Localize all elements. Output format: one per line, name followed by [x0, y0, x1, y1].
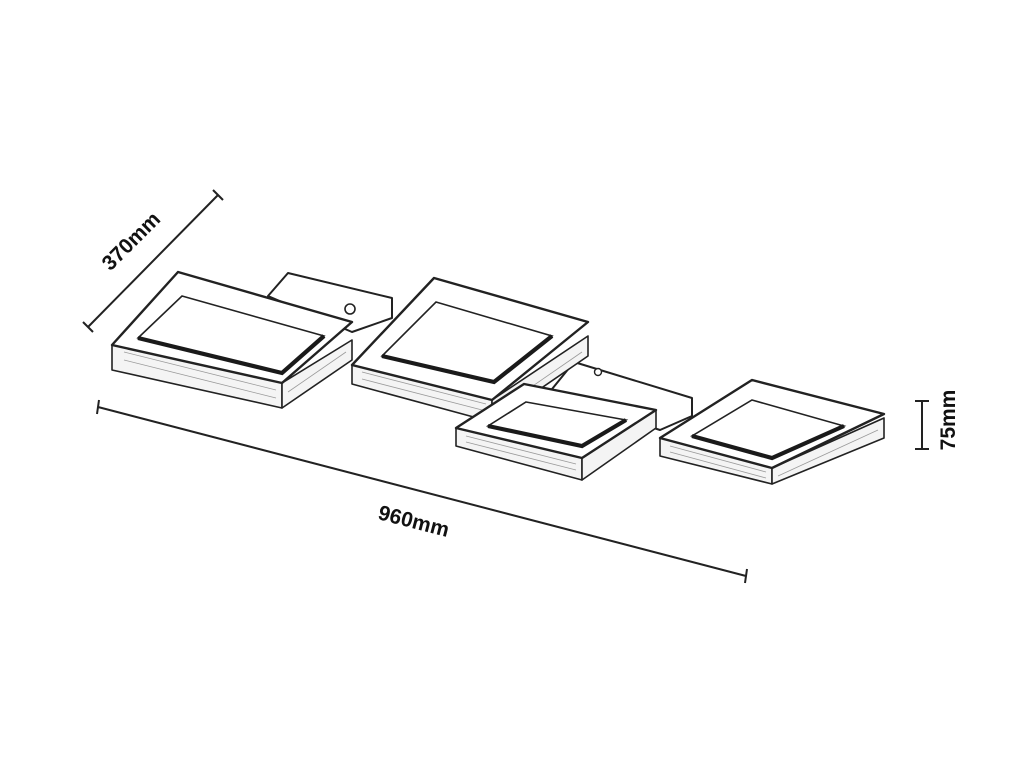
light-frame-4: [658, 378, 886, 485]
mount-screw: [344, 303, 356, 315]
mount-screw: [593, 367, 603, 377]
length-label: 960mm: [376, 501, 452, 542]
dimension-height: 75mm: [915, 390, 960, 451]
base-bar-left: [267, 272, 393, 333]
light-frame-3: [454, 382, 658, 481]
light-frame-2: [350, 276, 590, 423]
height-label: 75mm: [937, 390, 960, 451]
light-frame-1: [110, 270, 354, 409]
depth-label: 370mm: [98, 208, 165, 275]
